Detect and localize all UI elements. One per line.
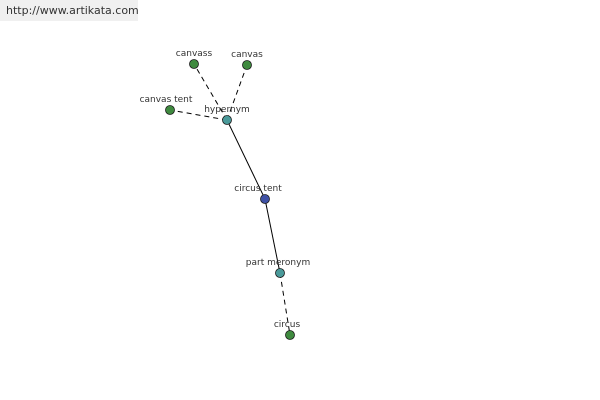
node-hypernym[interactable]: hypernym (204, 105, 250, 125)
edge-part-meronym-to-circus (279, 272, 291, 336)
node-dot-canvas[interactable] (242, 60, 252, 70)
edge-hypernym-to-canvas-tent (169, 109, 228, 121)
node-dot-circus-tent[interactable] (260, 194, 270, 204)
node-dot-canvass[interactable] (189, 59, 199, 69)
edge-circus-tent-to-hypernym (226, 119, 266, 200)
node-part-meronym[interactable]: part meronym (246, 258, 310, 278)
node-circus-tent[interactable]: circus tent (234, 184, 282, 204)
node-label-part-meronym: part meronym (246, 258, 310, 268)
node-canvass[interactable]: canvass (176, 49, 213, 69)
node-dot-hypernym[interactable] (222, 115, 232, 125)
site-url-link[interactable]: http://www.artikata.com (6, 4, 139, 17)
node-canvas[interactable]: canvas (231, 50, 263, 70)
url-banner[interactable]: http://www.artikata.com (0, 0, 139, 21)
node-label-circus-tent: circus tent (234, 184, 282, 194)
node-circus[interactable]: circus (274, 320, 301, 340)
node-canvas-tent[interactable]: canvas tent (140, 95, 193, 115)
node-label-circus: circus (274, 320, 301, 330)
node-label-canvas-tent: canvas tent (140, 95, 193, 105)
edge-hypernym-to-canvas (226, 64, 248, 121)
node-dot-part-meronym[interactable] (275, 268, 285, 278)
node-dot-canvas-tent[interactable] (165, 105, 175, 115)
node-label-canvas: canvas (231, 50, 263, 60)
node-dot-circus[interactable] (285, 330, 295, 340)
edge-circus-tent-to-part-meronym (264, 198, 281, 274)
edges-layer (169, 63, 291, 336)
edge-hypernym-to-canvass (193, 63, 228, 121)
node-label-hypernym: hypernym (204, 105, 250, 115)
nodes-layer: circus tent hypernym part meronym canvass ca… (140, 49, 310, 340)
node-label-canvass: canvass (176, 49, 213, 59)
